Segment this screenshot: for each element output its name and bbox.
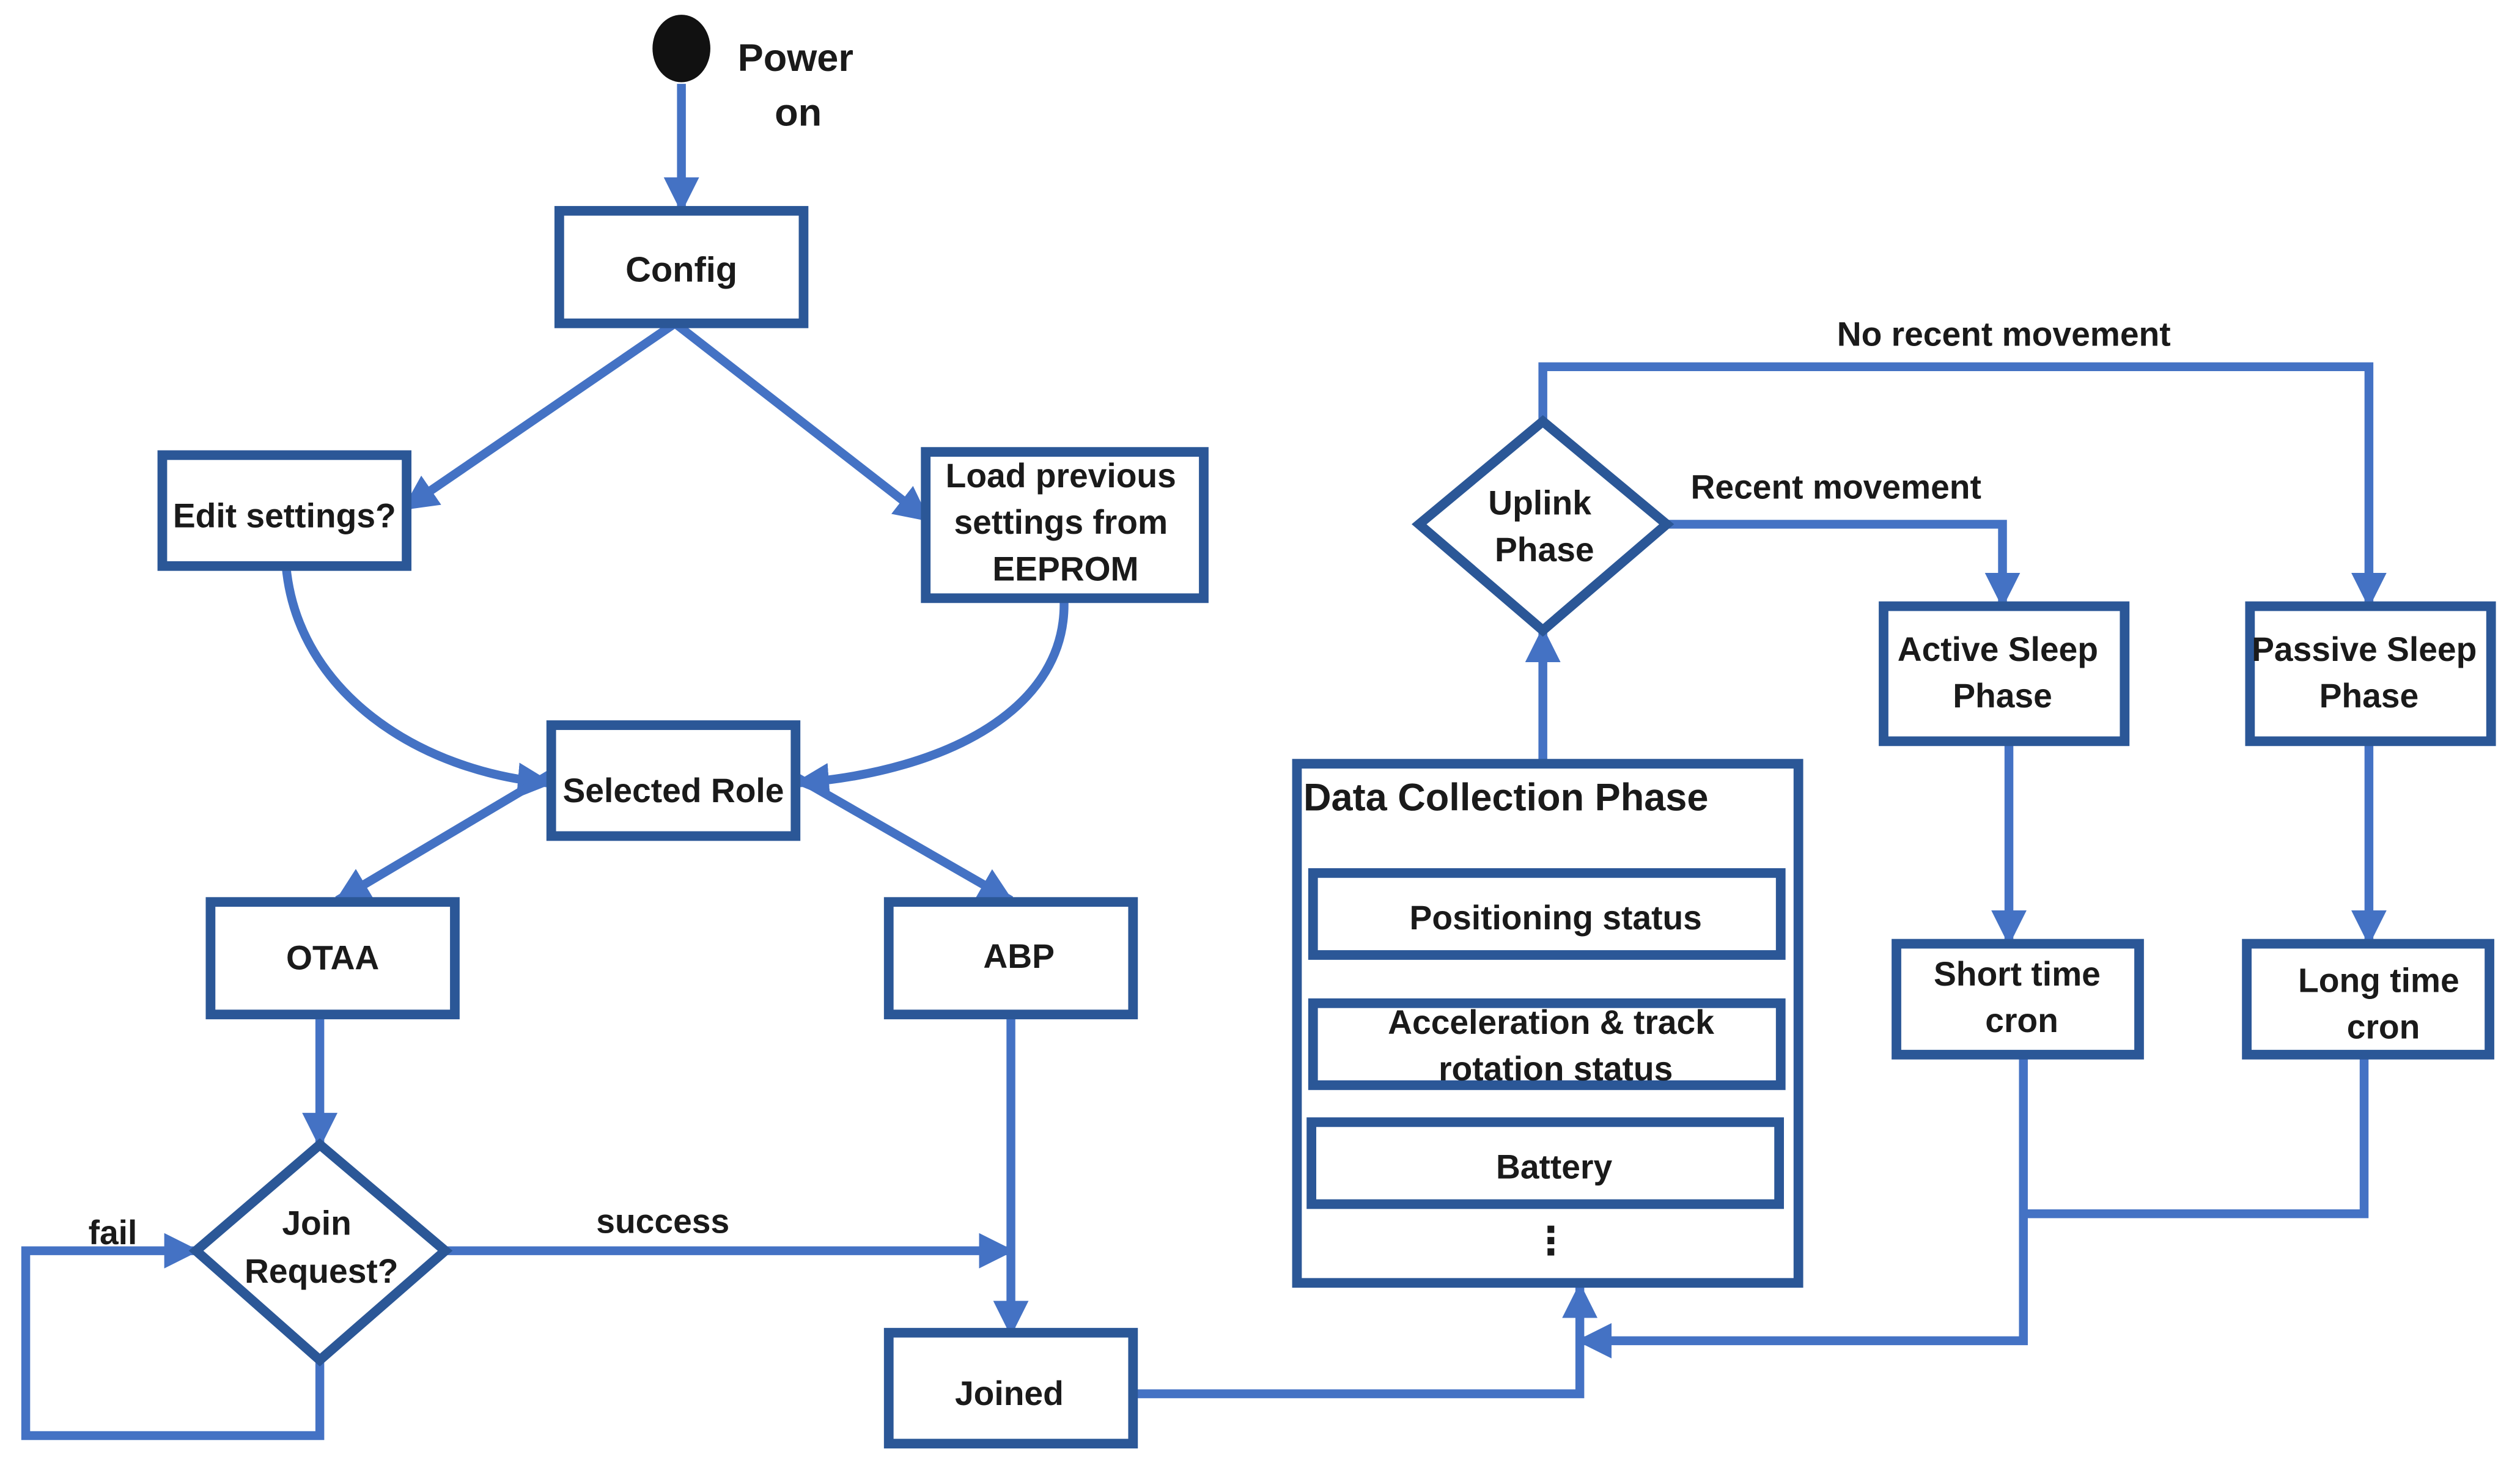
edge-config-to-edit-settings [402, 319, 678, 512]
success-label: success [596, 1203, 729, 1241]
start-circle [652, 15, 710, 83]
node-selected-role: Selected Role [546, 720, 801, 841]
edge-labels: fail success No recent movement Recent m… [89, 315, 2171, 1252]
uplink-phase-line-1: Uplink [1488, 484, 1591, 522]
load-previous-label: Load previous settings from EEPROM [946, 457, 1186, 588]
start-node: Power on [652, 15, 864, 134]
node-data-collection: Data Collection Phase Positioning status… [1292, 759, 1803, 1288]
connectors [21, 84, 2387, 1440]
recent-movement-label: Recent movement [1691, 468, 1981, 506]
selected-role-label: Selected Role [563, 772, 784, 810]
edge-edit-settings-to-role [281, 566, 553, 799]
node-uplink-phase: Uplink Phase [1412, 415, 1674, 637]
edge-load-previous-to-role [794, 598, 1069, 799]
long-time-cron-box [2242, 939, 2494, 1060]
selected-role-box [546, 720, 801, 841]
node-load-previous: Load previous settings from EEPROM [921, 447, 1209, 603]
acceleration-status-box [1308, 998, 1786, 1090]
join-request-label: Join Request? [245, 1204, 398, 1290]
edge-role-to-abp [793, 772, 1014, 904]
node-long-time-cron: Long time cron [2242, 939, 2494, 1060]
acceleration-status-label: Acceleration & track rotation status [1388, 1003, 1723, 1088]
more-items-ellipsis: ⋮ [1531, 1220, 1570, 1263]
uplink-phase-diamond [1412, 415, 1674, 637]
passive-sleep-box [2245, 601, 2496, 747]
joined-box [883, 1327, 1138, 1449]
node-short-time-cron: Short time cron [1892, 939, 2144, 1060]
active-sleep-line-2: Phase [1953, 677, 2052, 715]
edge-config-to-load-previous [672, 320, 930, 523]
node-edit-settings: Edit settings? [157, 450, 411, 571]
acceleration-status-line-2: rotation status [1439, 1050, 1673, 1088]
edge-long-cron-to-merge [2023, 1054, 2369, 1219]
passive-sleep-line-2: Phase [2319, 677, 2419, 715]
short-time-cron-label: Short time cron [1934, 955, 2110, 1039]
short-time-cron-line-1: Short time [1934, 955, 2101, 993]
node-abp: ABP [883, 897, 1138, 1020]
join-request-line-2: Request? [245, 1252, 398, 1290]
edge-joined-to-data-collection [1134, 1282, 1598, 1398]
data-collection-title: Data Collection Phase [1303, 776, 1709, 819]
edge-short-cron-to-data-collection [1576, 1054, 2028, 1359]
active-sleep-box [1879, 601, 2130, 747]
battery-box [1306, 1117, 1784, 1209]
long-time-cron-line-1: Long time [2298, 961, 2459, 999]
node-joined: Joined [883, 1327, 1138, 1449]
node-otaa: OTAA [205, 897, 460, 1020]
config-box [554, 205, 809, 328]
uplink-phase-label: Uplink Phase [1488, 484, 1601, 569]
passive-sleep-label: Passive Sleep Phase [2252, 630, 2486, 715]
positioning-status-box [1308, 868, 1786, 960]
abp-box [883, 897, 1138, 1020]
short-time-cron-line-2: cron [1985, 1001, 2058, 1039]
active-sleep-label: Active Sleep Phase [1898, 630, 2108, 715]
config-label: Config [625, 250, 737, 289]
active-sleep-line-1: Active Sleep [1898, 630, 2098, 668]
edit-settings-label: Edit settings? [173, 497, 396, 535]
load-previous-line-1: Load previous [946, 457, 1176, 495]
power-on-line-1: Power [738, 37, 853, 79]
battery-label: Battery [1496, 1148, 1612, 1186]
passive-sleep-line-1: Passive Sleep [2252, 630, 2477, 668]
edge-recent-movement [1667, 520, 2021, 608]
otaa-box [205, 897, 460, 1020]
long-time-cron-label: Long time cron [2298, 961, 2469, 1046]
node-active-sleep: Active Sleep Phase [1879, 601, 2130, 747]
fail-label: fail [89, 1214, 138, 1252]
load-previous-box [921, 447, 1209, 603]
short-time-cron-box [1892, 939, 2144, 1060]
load-previous-line-3: EEPROM [992, 550, 1138, 588]
edge-no-recent-movement [1538, 362, 2387, 608]
edge-role-to-otaa [334, 769, 554, 904]
node-config: Config [554, 205, 809, 328]
join-request-diamond [188, 1138, 453, 1367]
positioning-status-label: Positioning status [1410, 899, 1702, 937]
joined-label: Joined [955, 1374, 1064, 1412]
no-recent-movement-label: No recent movement [1837, 315, 2171, 353]
acceleration-status-line-1: Acceleration & track [1388, 1003, 1714, 1041]
uplink-phase-line-2: Phase [1495, 531, 1594, 569]
long-time-cron-line-2: cron [2347, 1008, 2420, 1046]
power-on-line-2: on [775, 91, 822, 134]
node-passive-sleep: Passive Sleep Phase [2245, 601, 2496, 747]
edit-settings-box [157, 450, 411, 571]
load-previous-line-2: settings from [954, 503, 1168, 541]
edge-join-fail-loop [21, 1233, 325, 1440]
abp-label: ABP [983, 937, 1055, 975]
otaa-label: OTAA [286, 939, 379, 977]
join-request-line-1: Join [282, 1204, 351, 1242]
node-join-request: Join Request? [188, 1138, 453, 1367]
power-on-label: Power on [738, 37, 864, 134]
